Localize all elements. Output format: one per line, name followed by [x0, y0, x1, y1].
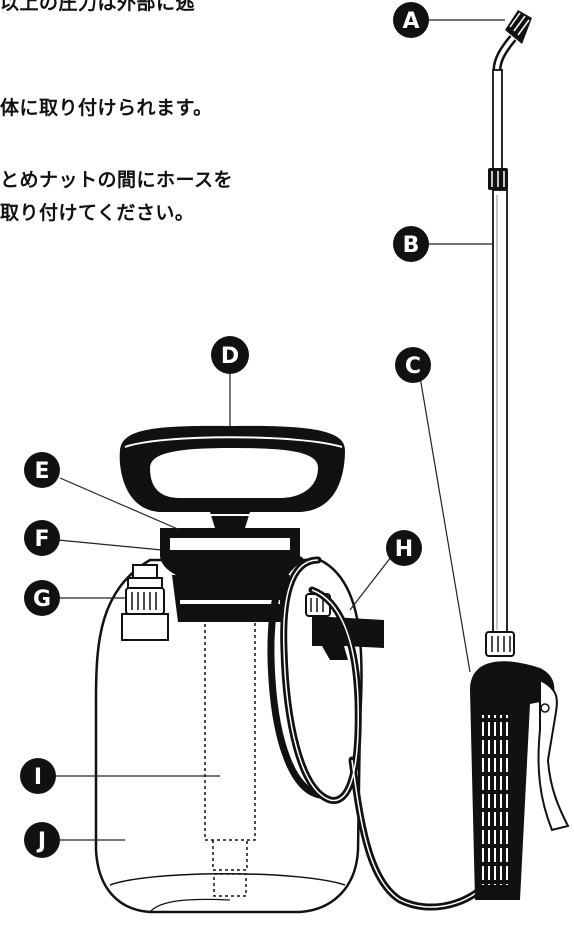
callout-c: C	[395, 347, 431, 383]
instruction-text-line-1: 以上の圧力は外部に逃	[0, 0, 196, 14]
svg-text:D: D	[221, 344, 239, 369]
svg-text:J: J	[36, 829, 46, 854]
svg-text:I: I	[34, 765, 42, 790]
callout-a: A	[393, 2, 429, 38]
svg-text:E: E	[34, 459, 49, 484]
pressure-valve	[121, 564, 169, 641]
pump-handle	[119, 425, 345, 528]
svg-text:A: A	[402, 9, 419, 34]
nozzle	[505, 10, 532, 44]
instruction-text-line-3: とめナットの間にホースを	[0, 169, 234, 191]
svg-text:H: H	[395, 537, 413, 562]
callout-d: D	[211, 336, 249, 374]
pump-cylinder	[204, 600, 256, 897]
pump-collar	[160, 528, 300, 622]
spray-wand	[488, 35, 517, 636]
callout-i: I	[20, 758, 56, 794]
spray-handle	[470, 631, 570, 900]
callout-f: F	[24, 520, 60, 556]
svg-text:B: B	[403, 233, 420, 258]
svg-text:G: G	[33, 587, 51, 612]
callout-b: B	[393, 226, 429, 262]
svg-text:C: C	[405, 354, 421, 379]
callout-e: E	[24, 452, 60, 488]
callout-h: H	[386, 530, 422, 566]
instruction-text-line-4: 取り付けてください。	[0, 202, 195, 224]
callout-g: G	[24, 580, 60, 616]
svg-text:F: F	[34, 527, 49, 552]
callout-j: J	[24, 822, 60, 858]
instruction-text-line-2: 体に取り付けられます。	[0, 97, 213, 119]
